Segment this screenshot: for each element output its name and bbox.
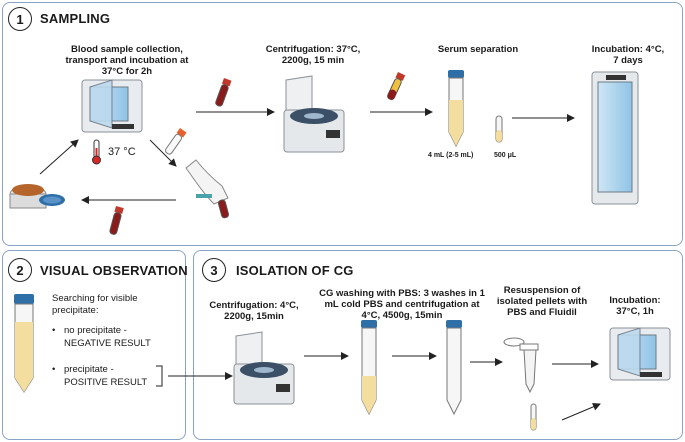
label-centrifugation-1: Centrifugation: 37°C, 2200g, 15 min <box>265 44 361 66</box>
thermometer-icon <box>92 139 101 165</box>
volume-small-label: 500 μL <box>494 152 517 159</box>
volume-large-label: 4 mL (2-5 mL) <box>428 152 474 159</box>
panel-isolation <box>193 250 683 440</box>
tube-rack-icon <box>9 184 65 209</box>
blood-tube-icon-2 <box>387 72 406 101</box>
label-incubation-2: Incubation: 37°C, 1h <box>609 295 661 317</box>
panel-title-visual: VISUAL OBSERVATION <box>40 263 188 278</box>
observation-intro: Searching for visible precipitate: <box>52 293 138 316</box>
empty-tube-icon <box>165 128 187 155</box>
falcon-tube-icon-4 <box>446 320 462 416</box>
label-resuspension: Resuspension of isolated pellets with PB… <box>496 285 588 318</box>
small-tube-icon-2 <box>530 403 537 431</box>
label-serum-separation: Serum separation <box>437 44 519 55</box>
result-positive-line2: POSITIVE RESULT <box>64 377 148 388</box>
arrow-incubator-to-arm <box>149 139 177 167</box>
incubator-icon-1 <box>81 79 143 133</box>
bullet-negative: • <box>52 325 56 336</box>
blood-draw-arm-icon <box>185 159 230 219</box>
falcon-tube-icon-2 <box>14 294 34 393</box>
label-centrifugation-2: Centrifugation: 4°C, 2200g, 15min <box>209 300 299 322</box>
centrifuge-icon-1 <box>283 75 345 153</box>
blood-tube-icon-1 <box>215 78 232 107</box>
incubator-icon-2 <box>609 327 671 381</box>
small-tube-icon <box>495 115 503 143</box>
fridge-icon <box>591 71 639 205</box>
panel-title-isolation: ISOLATION OF CG <box>236 263 354 278</box>
label-cg-washing: CG washing with PBS: 3 washes in 1 mL co… <box>319 288 485 321</box>
result-positive-line1: precipitate - <box>64 364 114 375</box>
blood-tube-icon-3 <box>109 206 124 235</box>
label-incubation-1: Incubation: 4°C, 7 days <box>591 44 665 66</box>
eppendorf-tube-icon <box>503 337 539 394</box>
bullet-positive: • <box>52 364 56 375</box>
temperature-label: 37 °C <box>108 146 136 158</box>
result-negative-line2: NEGATIVE RESULT <box>64 338 151 349</box>
arrow-rack-to-incubator <box>39 139 79 175</box>
label-blood-collection: Blood sample collection, transport and i… <box>65 44 189 77</box>
positive-bracket <box>156 365 163 387</box>
panel-number-2: 2 <box>8 258 32 282</box>
panel-number-1: 1 <box>8 7 32 31</box>
centrifuge-icon-2 <box>233 331 295 405</box>
panel-title-sampling: SAMPLING <box>40 11 111 26</box>
result-negative-line1: no precipitate - <box>64 325 127 336</box>
panel-number-3: 3 <box>202 258 226 282</box>
falcon-tube-icon-3 <box>361 320 377 416</box>
falcon-tube-icon-1 <box>448 70 464 148</box>
arrow-small-tube-to-incubator <box>561 403 601 421</box>
